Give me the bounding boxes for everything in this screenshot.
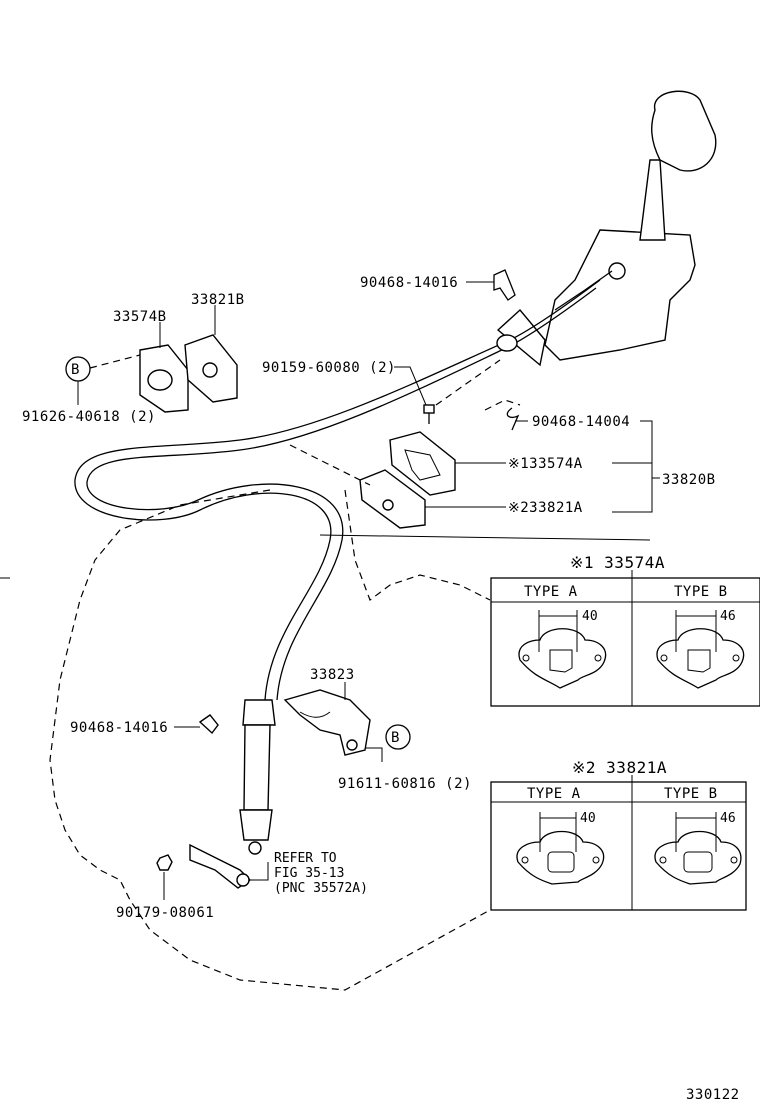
circle-b-marker-bottom: B	[385, 724, 411, 750]
b-leader-top	[89, 354, 141, 369]
label-91611-60816: 91611-60816 (2)	[338, 776, 472, 792]
table2-col-b: TYPE B	[664, 786, 718, 802]
label-refer-line2: FIG 35-13	[274, 866, 344, 881]
circle-b-text-bottom: B	[391, 730, 400, 746]
label-33574A-ref: ※133574A	[508, 456, 583, 472]
table1-title: ※1 33574A	[570, 553, 665, 572]
table1-col-a: TYPE A	[524, 584, 578, 600]
transmission-outline	[49, 489, 491, 991]
bracket-33823	[283, 689, 371, 756]
leader-refer	[250, 862, 269, 881]
variant-table-33821A: ※2 33821A TYPE A TYPE B 40 46	[490, 758, 747, 911]
table1-dim-a: 40	[582, 609, 598, 624]
label-90159-60080: 90159-60080 (2)	[262, 360, 396, 376]
label-90468-14004: 90468-14004	[532, 414, 630, 430]
table2-plate-type-a: 40	[516, 811, 605, 885]
label-90468-14016-bot: 90468-14016	[70, 720, 168, 736]
variant-table-33574A: ※1 33574A TYPE A TYPE B 40 46	[490, 553, 760, 707]
bolt-90159-60080	[423, 404, 435, 424]
label-90468-14016-top: 90468-14016	[360, 275, 458, 291]
label-33574B: 33574B	[113, 309, 167, 325]
plate-33821B	[184, 334, 238, 403]
leader-91611	[366, 747, 383, 762]
clip-90468-14016-top	[493, 269, 516, 301]
label-refer-line3: (PNC 35572A)	[274, 881, 368, 896]
table2-title: ※2 33821A	[572, 758, 667, 777]
table1-col-b: TYPE B	[674, 584, 728, 600]
bracket-line	[319, 534, 651, 541]
plate-dash	[289, 444, 371, 486]
table1-plate-type-b: 46	[656, 609, 745, 689]
label-91626-40618: 91626-40618 (2)	[22, 409, 156, 425]
clip-dash	[484, 399, 521, 411]
transmission-outline-top	[344, 489, 491, 601]
label-90179-08061: 90179-08061	[116, 905, 214, 921]
label-33821A-ref: ※233821A	[508, 500, 583, 516]
nut-90179-08061	[156, 854, 173, 871]
plate-33574A	[389, 431, 456, 496]
leader-90159	[394, 366, 427, 406]
label-33823: 33823	[310, 667, 355, 683]
circle-b-text-top: B	[71, 362, 80, 378]
table2-plate-type-b: 46	[654, 811, 742, 885]
shift-lever-assembly	[496, 90, 717, 367]
table2-dim-b: 46	[720, 811, 736, 826]
label-33820B: 33820B	[662, 472, 716, 488]
label-refer-line1: REFER TO	[274, 851, 337, 866]
clip-90468-14016-bot	[198, 714, 219, 735]
label-33821B: 33821B	[191, 292, 245, 308]
table1-dim-b: 46	[720, 609, 736, 624]
bolt-dash	[435, 359, 501, 406]
table2-col-a: TYPE A	[527, 786, 581, 802]
clip-90468-14004	[506, 407, 520, 431]
table1-plate-type-a: 40	[518, 609, 607, 689]
plate-33821A	[359, 469, 426, 529]
plate-33574B	[139, 344, 189, 413]
diagram-id: 330122	[686, 1087, 740, 1103]
bracket-33820B	[612, 420, 653, 513]
table2-dim-a: 40	[580, 811, 596, 826]
circle-b-marker-top: B	[65, 356, 91, 382]
shift-cable	[74, 279, 601, 855]
